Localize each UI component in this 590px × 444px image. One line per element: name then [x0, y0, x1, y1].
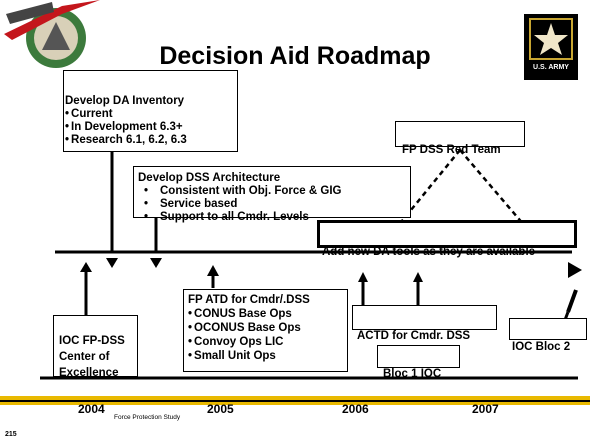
- fp-atd-box: FP ATD for Cmdr/.DSS CONUS Base Ops OCON…: [183, 289, 348, 372]
- us-army-logo: U.S. ARMY: [524, 14, 578, 80]
- inventory-title: Develop DA Inventory: [65, 95, 185, 107]
- actd-box: [352, 305, 497, 330]
- new-tools-box: [317, 220, 577, 248]
- page-number: 215: [5, 431, 17, 438]
- new-tools-label: Add new DA tools as they are available: [322, 246, 536, 258]
- inventory-item: In Development 6.3+: [65, 121, 237, 134]
- year-label: 2004: [78, 402, 105, 416]
- bloc2-label: IOC Bloc 2: [512, 341, 571, 353]
- ioc-line: IOC FP-DSS: [59, 335, 125, 347]
- inventory-item: Current: [65, 108, 237, 121]
- bloc1-box: [377, 345, 460, 368]
- fp-atd-item: Small Unit Ops: [188, 349, 347, 363]
- fp-atd-item: Convoy Ops LIC: [188, 335, 347, 349]
- fp-atd-item: OCONUS Base Ops: [188, 321, 347, 335]
- footer-study: Force Protection Study: [114, 414, 181, 421]
- fp-atd-title: FP ATD for Cmdr/.DSS: [188, 294, 310, 306]
- ioc-line: Excellence: [59, 367, 119, 379]
- bloc1-label: Bloc 1 IOC: [383, 368, 442, 380]
- ioc-line: Center of: [59, 351, 110, 363]
- force-protection-logo: FORCE PROTECTION: [2, 0, 102, 72]
- actd-label: ACTD for Cmdr. DSS: [357, 330, 471, 342]
- year-label: 2005: [207, 402, 234, 416]
- logo-text: U.S. ARMY: [533, 64, 569, 71]
- architecture-item: Support to all Cmdr. Levels: [138, 211, 410, 224]
- ioc-box: IOC FP-DSS Center of Excellence: [53, 315, 138, 379]
- page-title: Decision Aid Roadmap: [159, 42, 431, 70]
- architecture-title: Develop DSS Architecture: [138, 172, 281, 184]
- year-label: 2007: [472, 402, 499, 416]
- architecture-item: Service based: [138, 198, 410, 211]
- fp-atd-item: CONUS Base Ops: [188, 307, 347, 321]
- inventory-box: Develop DA Inventory Current In Developm…: [63, 70, 238, 152]
- inventory-item: Research 6.1, 6.2, 6.3: [65, 134, 237, 147]
- architecture-item: Consistent with Obj. Force & GIG: [138, 185, 410, 198]
- architecture-box: Develop DSS Architecture Consistent with…: [133, 166, 411, 224]
- year-label: 2006: [342, 402, 369, 416]
- bloc2-box: [509, 318, 587, 340]
- red-team-box: [395, 121, 525, 147]
- red-team-label: FP DSS Red Team: [402, 144, 501, 156]
